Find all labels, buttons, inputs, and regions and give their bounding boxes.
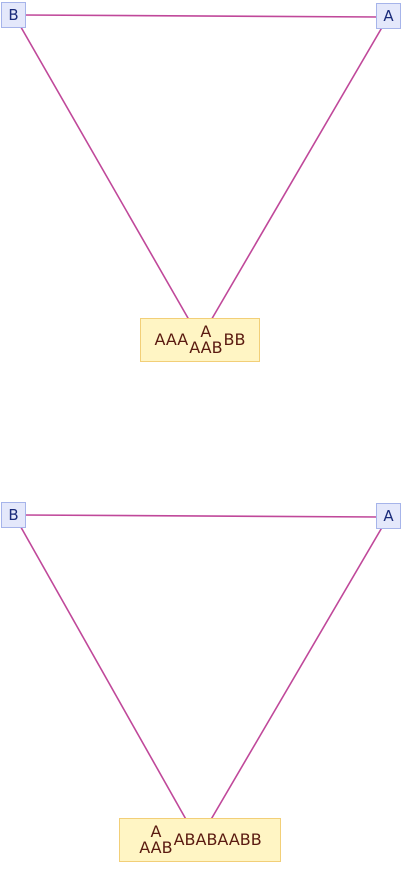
edge-left: [17, 521, 193, 831]
node-a-label: A: [383, 506, 394, 525]
node-a[interactable]: A: [376, 3, 401, 29]
sequence-stack: A AAB: [139, 824, 172, 856]
node-b-label: B: [8, 5, 19, 24]
node-a-label: A: [383, 6, 394, 25]
edges-2: [17, 514, 385, 831]
edges-1: [17, 14, 385, 333]
node-b[interactable]: B: [1, 502, 26, 528]
edge-top: [21, 14, 381, 18]
node-a[interactable]: A: [376, 503, 401, 529]
edge-right: [209, 23, 385, 323]
triangle-diagram-1: B A AAA A AAB BB: [0, 0, 402, 370]
node-b-label: B: [8, 505, 19, 524]
sequence-stack-bottom: AAB: [189, 338, 223, 357]
edge-top: [21, 514, 381, 518]
sequence-stack-bottom: AAB: [139, 838, 173, 857]
sequence-post: ABABAABB: [173, 830, 262, 849]
node-sequence[interactable]: A AAB ABABAABB: [119, 818, 281, 862]
edge-left: [17, 21, 197, 333]
sequence-stack: A AAB: [189, 324, 222, 356]
sequence-pre: AAA: [154, 330, 189, 349]
triangle-diagram-2: B A A AAB ABABAABB: [0, 500, 402, 870]
node-b[interactable]: B: [1, 2, 26, 28]
sequence-stack-top: A: [200, 322, 212, 341]
sequence-post: BB: [223, 330, 246, 349]
edge-right: [205, 523, 385, 829]
sequence-stack-top: A: [150, 822, 162, 841]
node-sequence[interactable]: AAA A AAB BB: [140, 318, 260, 362]
